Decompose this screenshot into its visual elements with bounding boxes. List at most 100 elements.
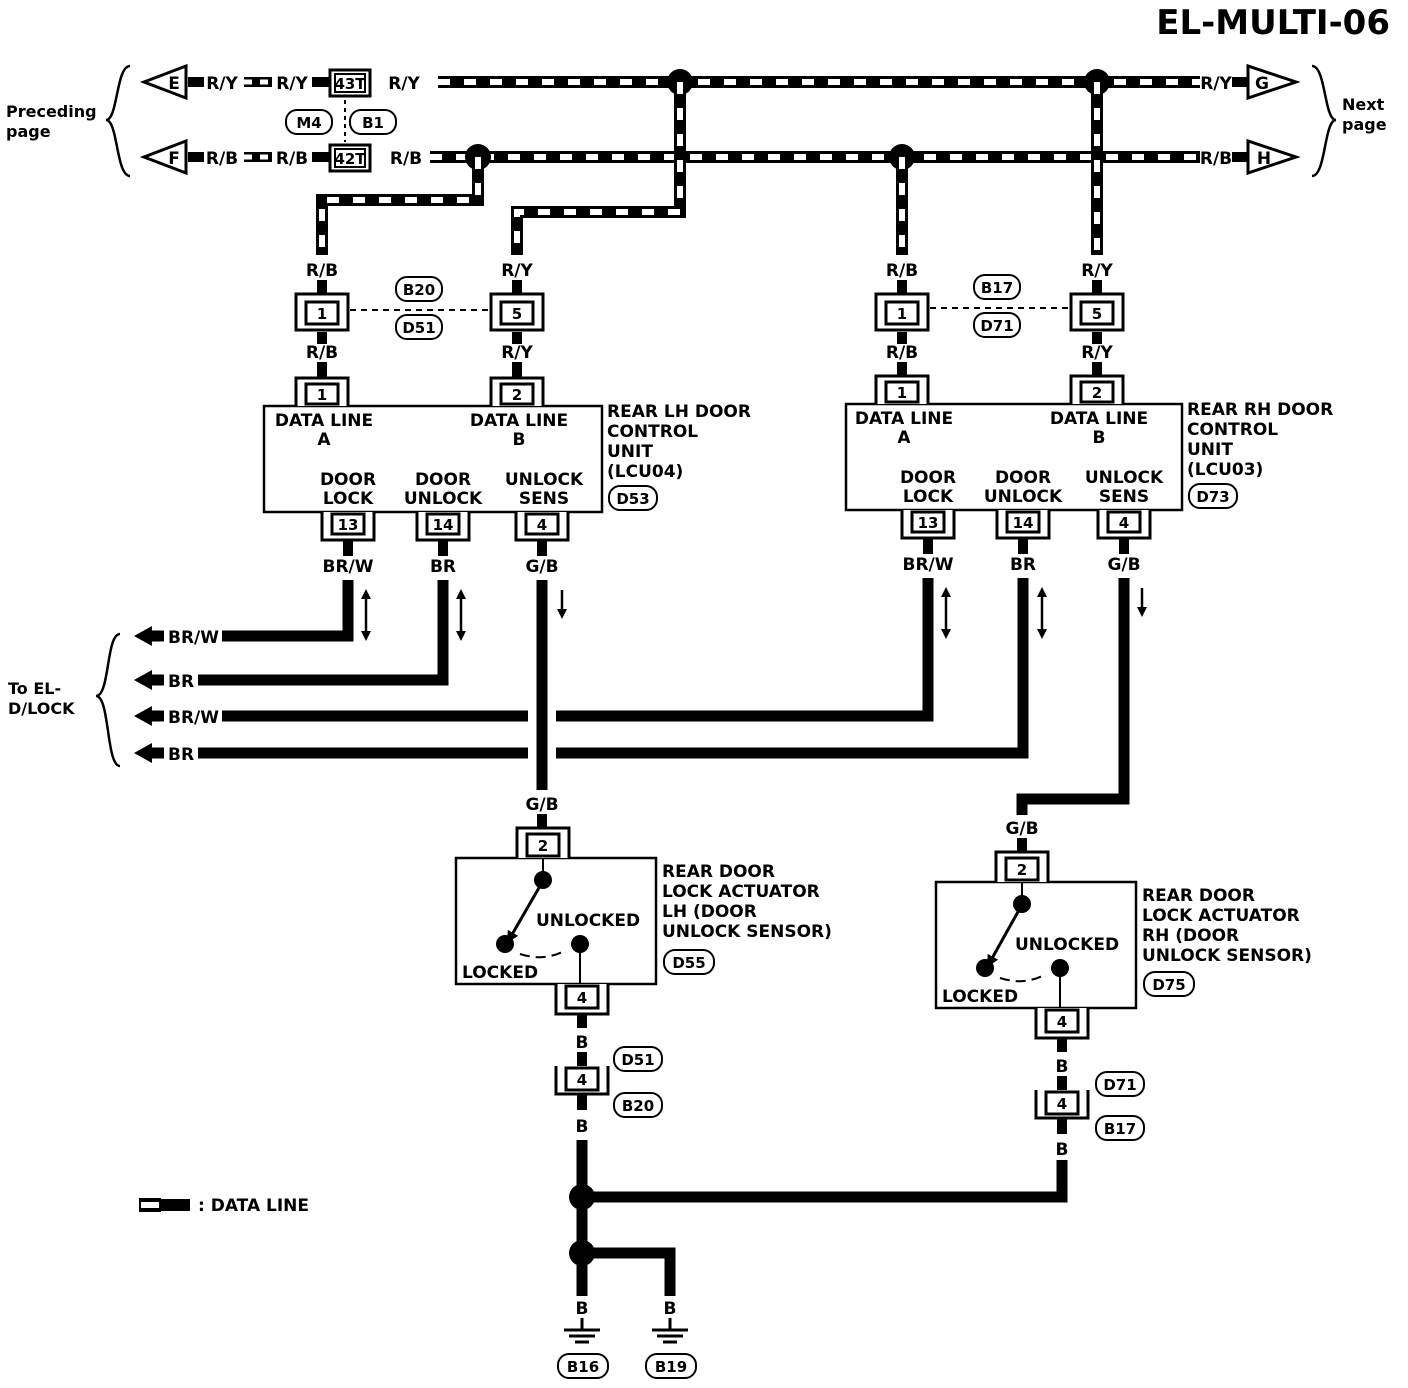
rh-unit-name: REAR RH DOOR [1187, 400, 1333, 420]
page-link-e[interactable]: E [139, 63, 188, 101]
connector-43t: 43T [328, 68, 372, 98]
rear-door-lock-actuator-rh: 2 UNLOCKED LOCKED 4 [934, 850, 1138, 1040]
svg-text:LOCK: LOCK [323, 489, 374, 509]
svg-text:5: 5 [512, 305, 522, 323]
svg-text:UNLOCK: UNLOCK [1085, 468, 1164, 488]
svg-text:4: 4 [577, 1071, 587, 1089]
lh-unit-name: CONTROL [607, 422, 698, 442]
svg-text:14: 14 [1013, 514, 1034, 532]
wire-label: BR [1010, 555, 1036, 575]
next-brace [1311, 64, 1337, 178]
wire-label: G/B [1107, 555, 1140, 575]
connector-id-d55: D55 [663, 949, 715, 975]
svg-text:D71: D71 [980, 317, 1013, 335]
ground-network [564, 1140, 1068, 1344]
svg-text:DATA LINE: DATA LINE [275, 411, 373, 431]
wire-label: B [576, 1299, 589, 1319]
legend-label: : DATA LINE [198, 1196, 309, 1216]
rh-actuator-name: UNLOCK SENSOR) [1142, 946, 1312, 966]
rh-unit-name: CONTROL [1187, 420, 1278, 440]
svg-text:B17: B17 [1104, 1120, 1136, 1138]
svg-text:5: 5 [1092, 305, 1102, 323]
wire-label: B [1056, 1140, 1069, 1160]
svg-text:M4: M4 [296, 114, 321, 132]
rh-unit-name: (LCU03) [1187, 460, 1263, 480]
connector-id-d71: D71 [973, 312, 1021, 338]
next-page-label: page [1342, 115, 1387, 134]
wire-label: BR [168, 745, 194, 765]
svg-text:SENS: SENS [1099, 487, 1149, 507]
svg-text:4: 4 [1119, 514, 1129, 532]
connector-id-d75: D75 [1143, 971, 1195, 997]
wire-label: BR/W [902, 555, 953, 575]
svg-text:DOOR: DOOR [995, 468, 1051, 488]
wire-label: R/B [886, 343, 918, 363]
wire-label: B [1056, 1057, 1069, 1077]
svg-text:1: 1 [897, 305, 907, 323]
svg-text:1: 1 [897, 384, 907, 402]
svg-text:4: 4 [1057, 1095, 1067, 1113]
svg-text:D55: D55 [672, 954, 705, 972]
lh-ground-joint-connector: 4 [554, 1066, 610, 1096]
svg-text:H: H [1257, 149, 1271, 169]
wire-label: BR/W [168, 628, 219, 648]
to-d-lock-label: To EL- [8, 679, 61, 698]
connector-id-m4: M4 [285, 109, 333, 135]
svg-text:1: 1 [317, 386, 327, 404]
svg-text:4: 4 [1057, 1013, 1067, 1031]
svg-text:B16: B16 [567, 1358, 599, 1376]
lh-joint-pin-5: 5 [489, 292, 545, 332]
svg-text:UNLOCK: UNLOCK [984, 487, 1063, 507]
wire-label: BR/W [168, 708, 219, 728]
rh-ground-joint-connector: 4 [1034, 1090, 1090, 1120]
lh-unit-name: REAR LH DOOR [607, 402, 751, 422]
connector-id-b1: B1 [349, 109, 397, 135]
svg-text:4: 4 [577, 989, 587, 1007]
svg-text:42T: 42T [334, 150, 366, 168]
page-link-g[interactable]: G [1246, 63, 1301, 101]
wire-label: R/B [390, 149, 422, 169]
connector-id-b20-lower: B20 [613, 1092, 663, 1118]
connector-id-b17: B17 [973, 274, 1021, 300]
svg-text:2: 2 [1017, 861, 1027, 879]
to-brace [95, 632, 121, 768]
svg-text:1: 1 [317, 305, 327, 323]
svg-text:14: 14 [433, 516, 454, 534]
wire-label: R/Y [276, 74, 308, 94]
wire-label: R/Y [1081, 261, 1113, 281]
wire-label: R/Y [501, 261, 533, 281]
rear-door-lock-actuator-lh: 2 UNLOCKED LOCKED 4 [454, 826, 658, 1016]
wire-label: BR [430, 557, 456, 577]
svg-text:DOOR: DOOR [900, 468, 956, 488]
wire-label: R/Y [388, 74, 420, 94]
unit-output-wires [134, 538, 1130, 815]
wire-label: R/B [276, 149, 308, 169]
page-link-f[interactable]: F [139, 138, 188, 176]
page-link-h[interactable]: H [1246, 138, 1301, 176]
wire-label: R/Y [206, 74, 238, 94]
svg-text:A: A [897, 428, 911, 448]
svg-text:LOCKED: LOCKED [942, 987, 1018, 1007]
lh-unit-name: (LCU04) [607, 462, 683, 482]
wire-label: R/B [306, 261, 338, 281]
svg-text:DATA LINE: DATA LINE [855, 409, 953, 429]
top-data-bus [244, 69, 1248, 255]
connector-42t: 42T [328, 143, 372, 173]
rear-lh-door-control-unit: 1 2 DATA LINE A DATA LINE B DOOR LOCK DO… [262, 376, 604, 542]
svg-text:43T: 43T [334, 75, 366, 93]
svg-text:2: 2 [538, 837, 548, 855]
svg-text:B20: B20 [403, 281, 435, 299]
svg-text:D71: D71 [1103, 1076, 1136, 1094]
wire-label: B [576, 1117, 589, 1137]
preceding-brace [105, 64, 131, 178]
svg-text:13: 13 [338, 516, 359, 534]
svg-text:D73: D73 [1196, 488, 1229, 506]
svg-text:D51: D51 [402, 319, 435, 337]
svg-text:D75: D75 [1152, 976, 1185, 994]
lh-actuator-name: REAR DOOR [662, 862, 775, 882]
svg-text:DOOR: DOOR [320, 470, 376, 490]
svg-text:LOCK: LOCK [903, 487, 954, 507]
svg-text:E: E [168, 74, 180, 94]
wire-label: R/Y [501, 343, 533, 363]
svg-text:F: F [168, 149, 180, 169]
